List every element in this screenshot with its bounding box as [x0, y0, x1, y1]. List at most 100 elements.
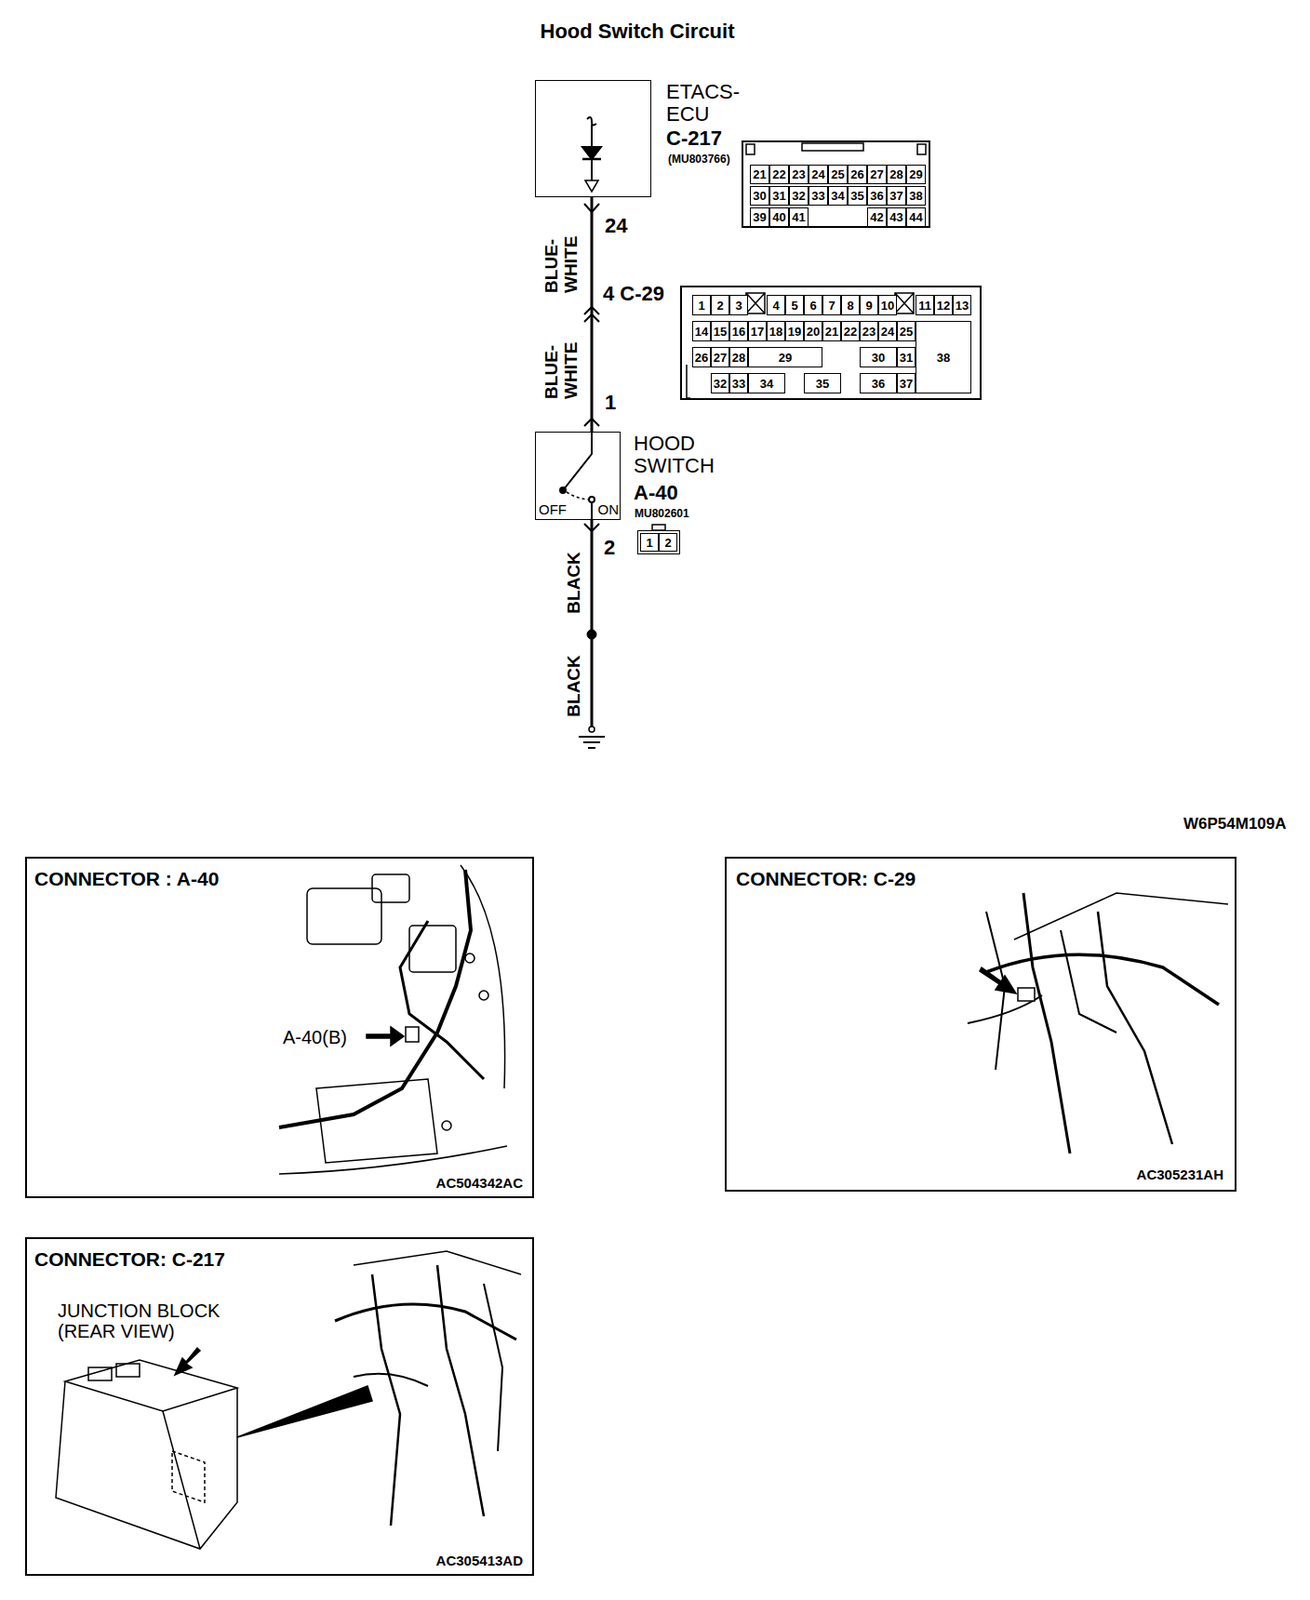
pin-number: 21 [822, 320, 842, 342]
block-body [55, 1381, 238, 1550]
pin-number: 1 [640, 533, 659, 552]
location-panel: CONNECTOR: C-29AC305231AH [724, 856, 1237, 1192]
pin-number: 26 [847, 164, 868, 185]
switch-position: OFF [538, 502, 567, 519]
engine-part [316, 1079, 438, 1163]
pin-number: 7 [822, 294, 842, 316]
splice-dot [587, 629, 597, 640]
pin-number: 9 [859, 294, 879, 316]
pin-number: 20 [803, 320, 823, 342]
wire-color: BLUE-WHITE [542, 337, 582, 400]
harness [372, 1274, 401, 1526]
pin-number: 36 [867, 186, 887, 206]
pin-number: 26 [692, 347, 711, 368]
panel-heading: CONNECTOR: C-29 [735, 868, 916, 890]
switch-wire [590, 502, 593, 521]
panel-heading: CONNECTOR: C-217 [34, 1248, 226, 1270]
part-number: MU802601 [634, 507, 690, 521]
view-wedge [237, 1386, 373, 1438]
dashed-travel [566, 492, 589, 500]
harness [437, 1265, 484, 1517]
ground-arrow [585, 180, 599, 192]
pin-number: 6 [803, 294, 823, 316]
blank-cavity [895, 293, 914, 314]
pin-number: 34 [828, 186, 848, 206]
wire-color: BLACK [563, 551, 584, 615]
connector-id: A-40 [633, 481, 679, 505]
panel-heading: CONNECTOR : A-40 [34, 868, 219, 890]
pin-number: 44 [906, 207, 926, 228]
connector-face: 2122232425262728293031323334353637383940… [741, 140, 931, 228]
dash-outline [1014, 893, 1229, 940]
pin-number: 10 [878, 294, 897, 316]
latch [917, 144, 926, 155]
figure-code: AC305413AD [436, 1553, 523, 1570]
pin-number: 16 [729, 320, 749, 342]
pin-number: 37 [886, 186, 907, 206]
harness [400, 921, 484, 1080]
pin-number: 28 [729, 347, 749, 368]
pin-number: 22 [841, 320, 860, 342]
pin-number: 23 [788, 164, 809, 185]
harness [353, 1283, 503, 1452]
pin-number: 23 [859, 320, 879, 342]
bumper-line [279, 1146, 508, 1175]
pin-number: 33 [729, 373, 749, 394]
pin-number: 2 [603, 536, 615, 560]
latch [802, 143, 864, 151]
pin-number: 38 [915, 320, 972, 394]
pin-number: 35 [803, 373, 842, 394]
block-tab [88, 1367, 112, 1381]
switch-position: ON [598, 502, 620, 519]
connector [441, 1121, 452, 1131]
pin-number: 24 [878, 320, 897, 342]
connector [465, 953, 475, 963]
component-name: HOOD SWITCH [633, 432, 727, 478]
pin-number: 40 [769, 207, 789, 228]
pin-number: 32 [710, 373, 730, 394]
dashboard-drawing [967, 893, 1229, 1154]
junction-block-label: JUNCTION BLOCK (REAR VIEW) [57, 1300, 268, 1342]
pin-number: 43 [886, 207, 907, 228]
pin-number: 37 [896, 373, 916, 394]
pin-number: 4 [766, 294, 786, 316]
pin-number: 38 [906, 186, 926, 206]
wire-color: BLACK [563, 655, 584, 718]
pointer-arrow [174, 1348, 201, 1376]
contact-dot [560, 487, 566, 494]
pin-number: 11 [915, 294, 935, 316]
pin-number: 36 [859, 373, 897, 394]
figure-code: W6P54M109A [1183, 815, 1287, 834]
pin-number: 39 [749, 207, 770, 228]
pin-number: 28 [886, 164, 907, 185]
harness [986, 954, 1219, 1005]
pin-number: 27 [867, 164, 887, 185]
target-connector [1017, 988, 1035, 1002]
pin-number: 29 [748, 347, 823, 368]
pin-number: 27 [710, 347, 730, 368]
pin-number: 17 [748, 320, 767, 342]
pin-number: 30 [859, 347, 897, 368]
pin-number: 2 [710, 294, 730, 316]
switch-box: HOOD SWITCHA-40MU802601OFFON [534, 431, 621, 521]
wire-color: BLUE-WHITE [542, 231, 582, 294]
pin-number: 33 [808, 186, 829, 206]
ecu-box: ETACS- ECUC-217(MU803766) [534, 80, 652, 198]
pin-number: 32 [788, 186, 809, 206]
blank-cavity [746, 293, 765, 314]
switch-lever [563, 431, 592, 490]
engine-part [409, 925, 456, 973]
pin-number: 22 [769, 164, 789, 185]
pin-number: 19 [785, 320, 804, 342]
pin-number: 8 [841, 294, 860, 316]
connector-face: 1234567891011121314151617181920212223242… [680, 285, 982, 401]
wire [590, 197, 594, 432]
block-tab [116, 1363, 140, 1377]
diode-symbol [582, 147, 602, 160]
pin-number: 25 [828, 164, 848, 185]
contact-dot [588, 496, 595, 503]
diagram-title: Hood Switch Circuit [540, 20, 736, 43]
pin-number: 18 [766, 320, 786, 342]
pin-number: 31 [769, 186, 789, 206]
